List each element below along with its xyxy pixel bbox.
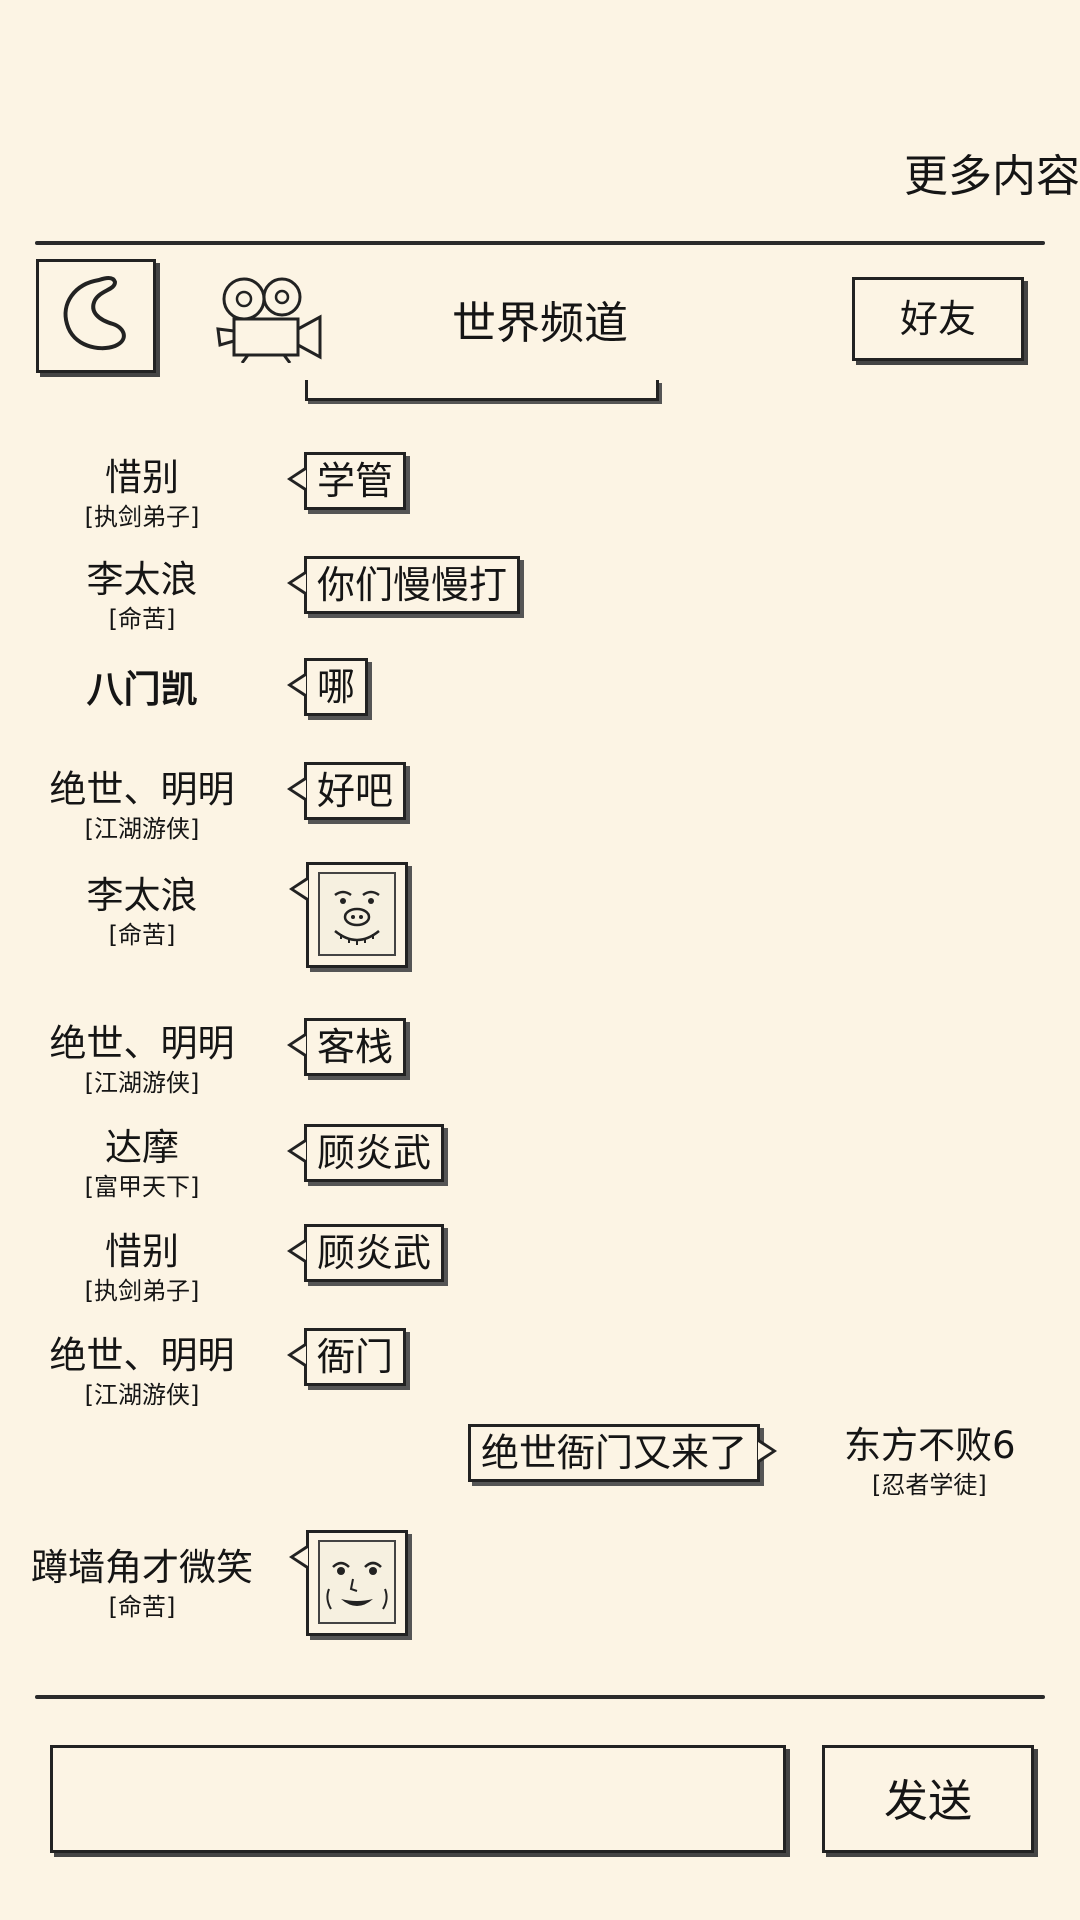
username: 绝世、明明 [49,1334,235,1377]
message-bubble: 你们慢慢打 [286,556,521,614]
user-tag: [江湖游侠] [84,1069,200,1097]
user-info[interactable]: 惜别 [执剑弟子] [2,456,282,532]
message-bubble: 学管 [286,452,407,510]
pig-face-sticker [289,862,408,968]
username: 东方不败6 [844,1424,1016,1467]
message-bubble: 顾炎武 [286,1124,445,1182]
username: 绝世、明明 [49,1022,235,1065]
more-content-link[interactable]: 更多内容 [904,151,1080,202]
user-info[interactable]: 蹲墙角才微笑 [命苦] [2,1546,282,1622]
user-tag: [命苦] [108,921,176,949]
user-info[interactable]: 绝世、明明 [江湖游侠] [2,1022,282,1098]
page-title: 世界频道 [452,298,628,349]
username: 蹲墙角才微笑 [31,1546,253,1589]
user-tag: [江湖游侠] [84,815,200,843]
back-icon [63,276,126,351]
user-tag: [命苦] [108,1593,176,1621]
header: 世界频道 好友 [0,255,1080,375]
user-info[interactable]: 绝世、明明 [江湖游侠] [2,768,282,844]
username: 惜别 [105,1230,179,1273]
user-info[interactable]: 惜别 [执剑弟子] [2,1230,282,1306]
message-input[interactable] [50,1745,786,1853]
user-info[interactable]: 李太浪 [命苦] [2,874,282,950]
message-bubble: 顾炎武 [286,1224,445,1282]
user-info[interactable]: 李太浪 [命苦] [2,558,282,634]
bottom-divider [35,1695,1045,1699]
username: 李太浪 [86,558,198,601]
username: 绝世、明明 [49,768,235,811]
smiling-face-sticker [289,1530,408,1636]
username: 李太浪 [86,874,198,917]
user-tag: [忍者学徒] [872,1471,987,1499]
user-tag: [执剑弟子] [84,1277,200,1305]
partial-bubble [305,380,659,401]
user-tag: [富甲天下] [84,1173,200,1201]
username: 八门凯 [86,668,198,711]
user-tag: [江湖游侠] [84,1381,200,1409]
message-bubble: 绝世衙门又来了 [468,1424,778,1482]
back-button[interactable] [36,259,156,373]
camera-icon[interactable] [214,273,326,363]
friends-button[interactable]: 好友 [852,277,1024,361]
top-divider [35,241,1045,245]
user-info[interactable]: 绝世、明明 [江湖游侠] [2,1334,282,1410]
user-info[interactable]: 八门凯 [2,668,282,712]
input-area: 发送 [0,1745,1080,1860]
username: 惜别 [105,456,179,499]
send-button[interactable]: 发送 [822,1745,1034,1853]
chat-list[interactable]: 惜别 [执剑弟子] 学管 李太浪 [命苦] 你们慢慢打 八门凯 哪 绝世、明明 … [0,380,1080,1680]
message-bubble: 客栈 [286,1018,407,1076]
user-info[interactable]: 东方不败6 [忍者学徒] [790,1424,1070,1500]
username: 达摩 [105,1126,179,1169]
message-bubble: 哪 [286,658,369,716]
user-tag: [执剑弟子] [84,503,200,531]
message-bubble: 好吧 [286,762,407,820]
user-info[interactable]: 达摩 [富甲天下] [2,1126,282,1202]
message-bubble: 衙门 [286,1328,407,1386]
user-tag: [命苦] [108,605,176,633]
